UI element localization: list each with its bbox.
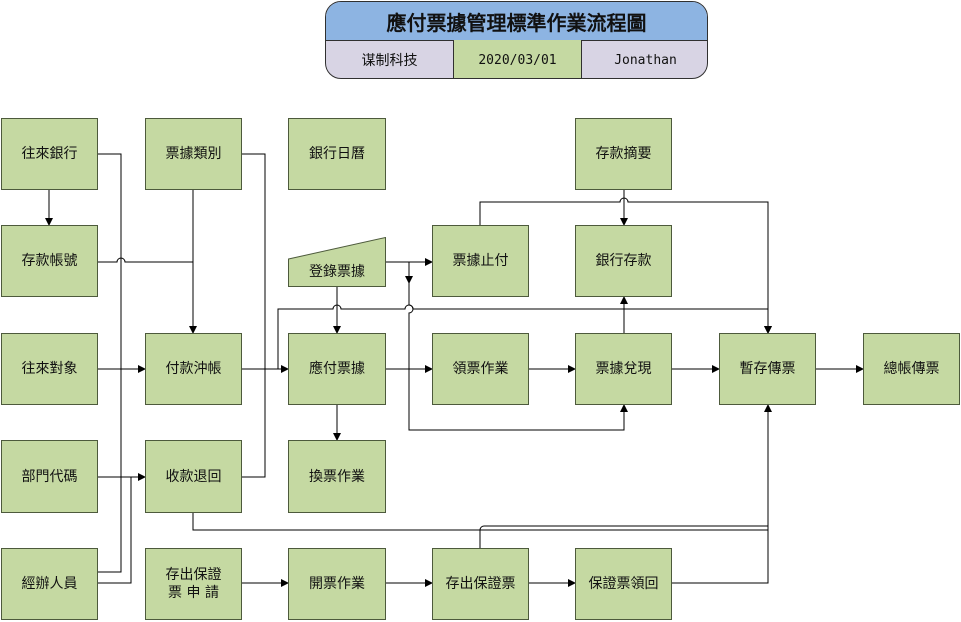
node-deposit-guarantee: 存出保證票 xyxy=(432,548,529,620)
edge-writeoff-temp xyxy=(277,304,772,369)
node-dept-code: 部門代碼 xyxy=(1,440,98,513)
node-bank-deposit: 銀行存款 xyxy=(575,225,672,297)
node-notes-payable: 應付票據 xyxy=(288,333,386,405)
company-name: 谋制科技 xyxy=(326,40,454,78)
edge-bank-handler xyxy=(98,153,122,573)
edge-billtype-return xyxy=(242,153,266,478)
node-payment-writeoff: 付款沖帳 xyxy=(145,333,242,405)
edge-return-guarantee-temp xyxy=(672,530,769,584)
document-date: 2020/03/01 xyxy=(454,40,582,78)
edge-stop-temp xyxy=(479,197,772,334)
node-register-bills: 登錄票據 xyxy=(309,264,365,280)
node-exchange-bills: 換票作業 xyxy=(288,440,386,513)
node-bank-calendar: 銀行日曆 xyxy=(288,118,386,190)
node-bill-type: 票據類別 xyxy=(145,118,242,190)
node-collect-bills: 領票作業 xyxy=(432,333,529,405)
header-box: 應付票據管理標準作業流程圖 谋制科技 2020/03/01 Jonathan xyxy=(325,1,708,79)
page-title: 應付票據管理標準作業流程圖 xyxy=(326,2,707,41)
node-bill-redeem: 票據兌現 xyxy=(575,333,672,405)
node-deposit-summary: 存款摘要 xyxy=(575,118,672,190)
manual-input-shape xyxy=(288,237,386,287)
edge-account-writeoff xyxy=(98,257,193,263)
node-account-no: 存款帳號 xyxy=(1,225,98,297)
node-refund-return: 收款退回 xyxy=(145,440,242,513)
node-counterparty: 往來對象 xyxy=(1,333,98,405)
edge-handler-return xyxy=(98,477,132,584)
node-stop-payment: 票據止付 xyxy=(432,225,529,297)
node-guarantee-request: 存出保證 票 申 請 xyxy=(145,548,242,620)
node-guarantee-return: 保證票領回 xyxy=(575,548,672,620)
node-temp-voucher: 暫存傳票 xyxy=(719,333,816,405)
author-name: Jonathan xyxy=(614,52,677,68)
node-bank: 往來銀行 xyxy=(1,118,98,190)
node-handler: 經辦人員 xyxy=(1,548,98,620)
node-issue-bills: 開票作業 xyxy=(288,548,386,620)
node-gl-voucher: 總帳傳票 xyxy=(863,333,960,405)
edge-return-temp xyxy=(192,404,772,531)
edge-guarantee-temp xyxy=(479,525,768,548)
